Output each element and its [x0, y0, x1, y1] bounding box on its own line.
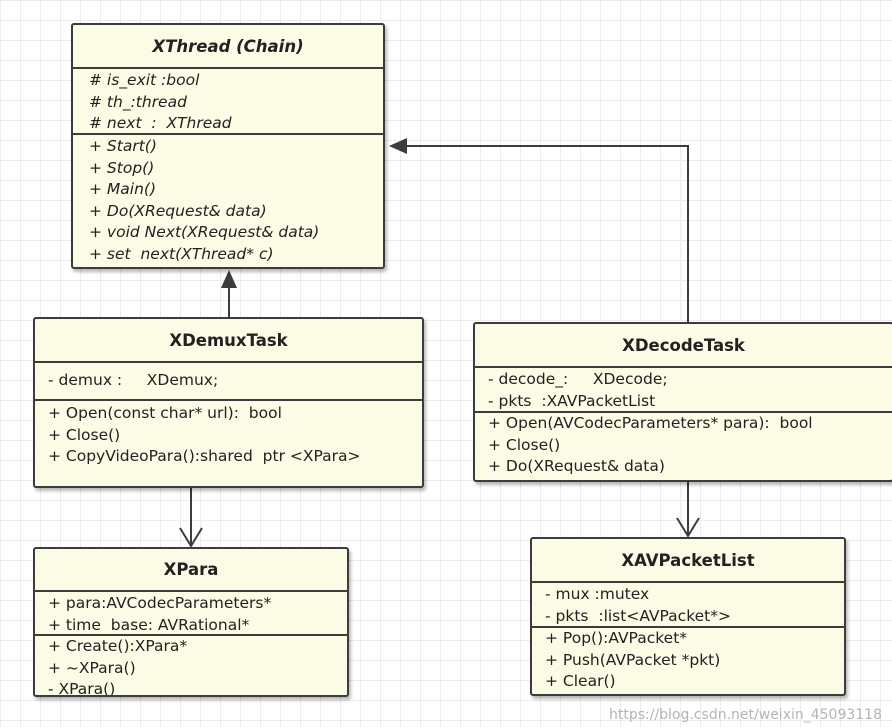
- method-row: + Stop(): [89, 158, 155, 177]
- attributes-section: - mux :mutex - pkts :list<AVPacket*>: [532, 581, 844, 626]
- method-row: + set next(XThread* c): [89, 244, 274, 263]
- class-xavpacketlist[interactable]: XAVPacketList - mux :mutex - pkts :list<A…: [530, 537, 846, 696]
- method-row: + Pop():AVPacket*: [545, 629, 688, 647]
- method-row: + Main(): [89, 180, 157, 198]
- method-row: + Close(): [488, 435, 561, 454]
- attributes-section: # is_exit :bool # th_:thread # next : XThr…: [73, 67, 383, 133]
- relation-xdecodetask-xthread[interactable]: [407, 145, 689, 323]
- attribute-row: - decode_: XDecode;: [488, 370, 668, 388]
- method-row: + Do(XRequest& data): [488, 457, 665, 475]
- method-row: + Push(AVPacket *pkt): [545, 650, 721, 669]
- method-row: + ~XPara(): [48, 658, 136, 677]
- class-title: XDecodeTask: [622, 335, 745, 355]
- class-title: XAVPacketList: [621, 550, 755, 570]
- attribute-row: + para:AVCodecParameters*: [48, 594, 272, 612]
- attribute-row: - pkts :list<AVPacket*>: [545, 606, 731, 625]
- attribute-row: # th_:thread: [89, 92, 187, 111]
- attributes-section: - decode_: XDecode; - pkts :XAVPacketList: [475, 366, 892, 411]
- attribute-row: - pkts :XAVPacketList: [488, 391, 656, 410]
- methods-section: + Pop():AVPacket* + Push(AVPacket *pkt) + …: [532, 626, 844, 693]
- attribute-row: # next : XThread: [89, 114, 232, 132]
- inheritance-arrowhead: [221, 270, 237, 288]
- class-title: XThread (Chain): [152, 36, 304, 56]
- methods-section: + Open(const char* url): bool + Close() + …: [35, 399, 422, 468]
- attributes-section: + para:AVCodecParameters* + time base: AV…: [35, 590, 347, 634]
- inheritance-arrowhead: [389, 138, 407, 154]
- method-row: + Start(): [89, 137, 157, 155]
- class-title: XDemuxTask: [169, 330, 288, 350]
- method-row: + Clear(): [545, 672, 616, 690]
- class-title: XPara: [163, 560, 219, 579]
- class-xpara[interactable]: XPara + para:AVCodecParameters* + time ba…: [33, 547, 349, 697]
- method-row: + void Next(XRequest& data): [89, 223, 320, 241]
- methods-section: + Start() + Stop() + Main() + Do(XRequest& …: [73, 133, 383, 265]
- attribute-row: + time base: AVRational*: [48, 615, 250, 634]
- class-xdemuxtask[interactable]: XDemuxTask - demux : XDemux; + Open(cons…: [33, 317, 424, 488]
- attribute-row: - demux : XDemux;: [48, 371, 219, 389]
- method-row: + Create():XPara*: [48, 637, 188, 655]
- attributes-section: - demux : XDemux;: [35, 361, 422, 399]
- class-xthread[interactable]: XThread (Chain) # is_exit :bool # th_:thr…: [71, 23, 385, 269]
- method-row: + Close(): [48, 425, 121, 444]
- method-row: + Open(const char* url): bool: [48, 404, 282, 422]
- association-arrowhead: [179, 527, 203, 548]
- methods-section: + Open(AVCodecParameters* para): bool + C…: [475, 411, 892, 478]
- methods-section: + Create():XPara* + ~XPara() - XPara(): [35, 634, 347, 697]
- class-xdecodetask[interactable]: XDecodeTask - decode_: XDecode; - pkts :X…: [473, 322, 892, 482]
- association-arrowhead: [676, 517, 700, 538]
- attribute-row: - mux :mutex: [545, 585, 650, 603]
- method-row: - XPara(): [48, 680, 116, 697]
- method-row: + CopyVideoPara():shared ptr <XPara>: [48, 447, 361, 465]
- method-row: + Open(AVCodecParameters* para): bool: [488, 414, 813, 432]
- attribute-row: # is_exit :bool: [89, 71, 200, 89]
- watermark: https://blog.csdn.net/weixin_45093118: [608, 707, 882, 723]
- method-row: + Do(XRequest& data): [89, 201, 267, 220]
